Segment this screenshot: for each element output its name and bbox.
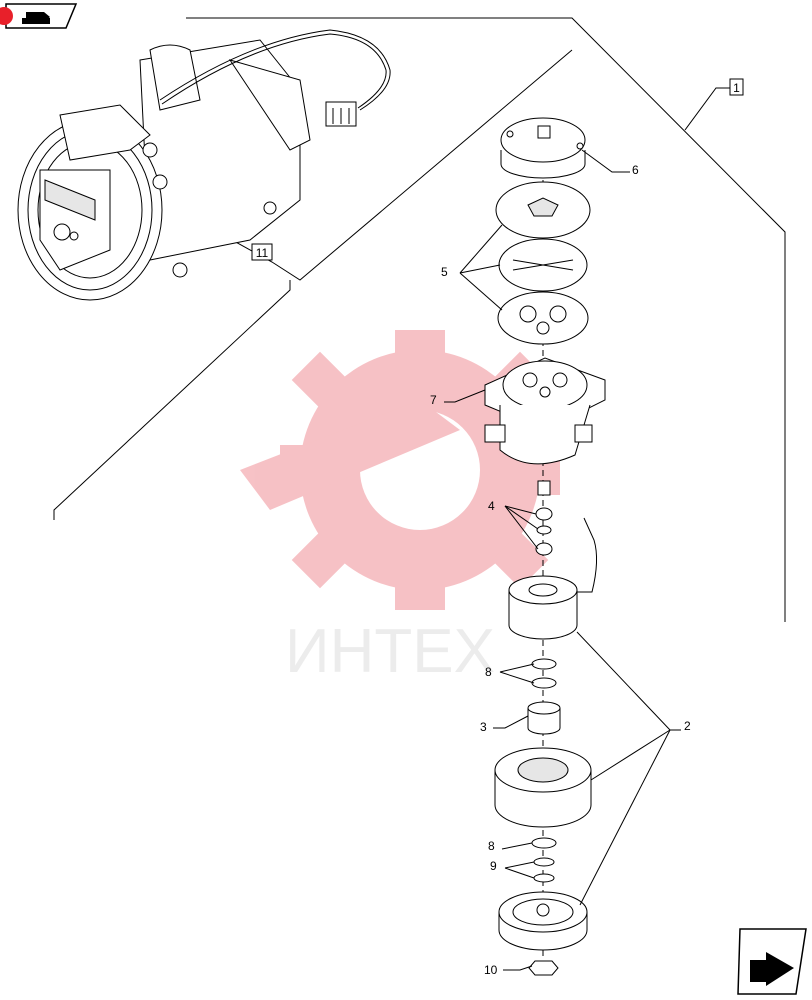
part-5-gasket-plates (495, 181, 591, 345)
svg-text:9: 9 (490, 859, 497, 873)
svg-text:2: 2 (684, 719, 691, 733)
callout-8-lower: 8 (488, 839, 533, 853)
callout-2: 2 (576, 631, 691, 906)
frame-label-1: 1 (729, 78, 744, 96)
svg-text:7: 7 (430, 393, 437, 407)
part-9-shims (533, 857, 555, 883)
svg-text:1: 1 (733, 81, 740, 95)
next-page-arrow-icon[interactable] (737, 928, 807, 995)
part-6-cylinder-head (500, 117, 586, 179)
frame-label-11: 11 (251, 243, 273, 261)
watermark-text: ИНТЕХ (285, 617, 495, 686)
part-2-hub-plate (498, 891, 588, 951)
callout-8-upper: 8 (485, 663, 535, 684)
callout-6: 6 (581, 149, 639, 177)
part-10-nut (528, 960, 559, 976)
callout-5: 5 (441, 224, 503, 311)
callout-10: 10 (484, 963, 533, 977)
callout-3: 3 (480, 715, 529, 734)
part-8-upper-snap-rings (531, 658, 557, 689)
part-7-cylinder-block (484, 357, 606, 465)
compressor-assembly (17, 29, 391, 301)
part-8-lower-snap-ring (531, 837, 557, 849)
svg-text:8: 8 (488, 839, 495, 853)
callout-7: 7 (430, 389, 486, 407)
svg-text:8: 8 (485, 665, 492, 679)
callout-9: 9 (490, 859, 535, 879)
book-arrow-icon[interactable] (0, 3, 78, 29)
svg-text:11: 11 (256, 246, 269, 260)
svg-text:10: 10 (484, 963, 498, 977)
svg-text:6: 6 (632, 163, 639, 177)
svg-text:5: 5 (441, 265, 448, 279)
part-3-bearing (527, 701, 561, 735)
svg-text:3: 3 (480, 720, 487, 734)
part-2-pulley (494, 747, 592, 828)
part-4-shaft-parts (535, 480, 553, 556)
callout-4: 4 (488, 499, 539, 550)
part-2-field-coil (508, 517, 598, 640)
svg-text:4: 4 (488, 499, 495, 513)
